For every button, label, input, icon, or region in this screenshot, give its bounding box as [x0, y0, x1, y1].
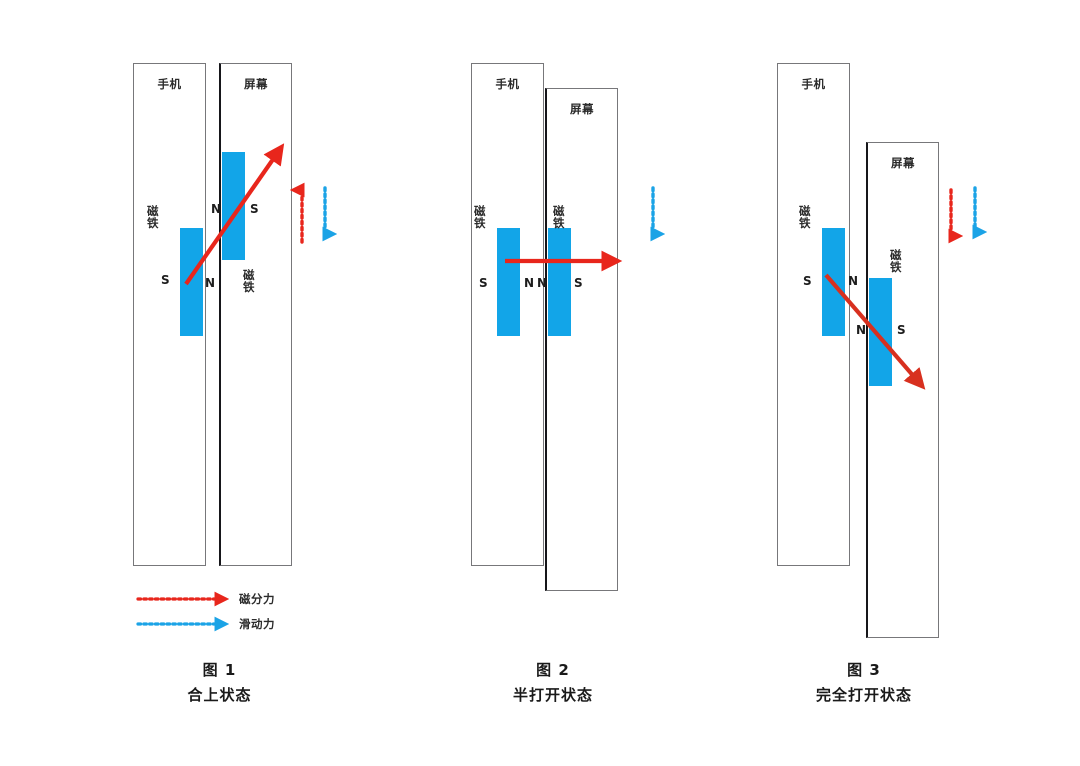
phone-magnet-south-pole-1: S — [161, 273, 170, 287]
screen-body-2: 屏幕 — [545, 88, 618, 591]
phone-magnet-2 — [497, 228, 520, 336]
screen-label-3: 屏幕 — [891, 156, 915, 170]
phone-label-3: 手机 — [801, 77, 826, 91]
caption-figure-1: 图 1 — [202, 661, 237, 679]
phone-magnet-north-pole-2: N — [524, 276, 535, 290]
phone-magnet-north-pole-3: N — [848, 274, 859, 288]
phone-magnet-south-pole-3: S — [803, 274, 812, 288]
screen-magnet-label-2: 磁铁 — [553, 204, 565, 230]
screen-body-3: 屏幕 — [866, 142, 939, 638]
phone-magnet-label-2: 磁铁 — [474, 204, 486, 230]
phone-magnet-label-3: 磁铁 — [799, 204, 811, 230]
phone-magnet-3 — [822, 228, 845, 336]
dotted-arrow-right-icon — [136, 616, 230, 632]
caption-figure-2: 图 2 — [536, 661, 570, 679]
screen-magnet-south-pole-3: S — [897, 323, 906, 337]
caption-state-1: 合上状态 — [187, 686, 252, 704]
caption-state-3: 完全打开状态 — [815, 686, 912, 704]
caption-figure-3: 图 3 — [847, 661, 881, 679]
phone-magnet-south-pole-2: S — [479, 276, 488, 290]
phone-magnet-label-1: 磁铁 — [147, 204, 159, 230]
screen-magnet-south-pole-1: S — [250, 202, 259, 216]
legend-label-magnetic-force: 磁分力 — [239, 592, 275, 606]
caption-2: 图 2 半打开状态 — [467, 659, 639, 705]
screen-magnet-3 — [869, 278, 892, 386]
screen-magnet-south-pole-2: S — [574, 276, 583, 290]
screen-magnet-2 — [548, 228, 571, 336]
caption-3: 图 3 完全打开状态 — [770, 659, 958, 705]
caption-state-2: 半打开状态 — [512, 686, 593, 704]
phone-magnet-1 — [180, 228, 203, 336]
legend-item-magnetic-force: 磁分力 — [136, 591, 275, 607]
screen-magnet-label-3: 磁铁 — [890, 248, 902, 274]
phone-magnet-north-pole-1: N — [205, 276, 216, 290]
screen-magnet-label-1: 磁铁 — [243, 268, 255, 294]
screen-magnet-north-pole-3: N — [856, 323, 867, 337]
screen-label-1: 屏幕 — [244, 77, 268, 91]
screen-body-1: 屏幕 — [219, 63, 292, 566]
phone-label-1: 手机 — [157, 77, 182, 91]
phone-label-2: 手机 — [495, 77, 520, 91]
caption-1: 图 1 合上状态 — [142, 659, 297, 705]
legend-label-sliding-force: 滑动力 — [239, 617, 275, 631]
legend-item-sliding-force: 滑动力 — [136, 616, 275, 632]
screen-magnet-north-pole-1: N — [211, 202, 222, 216]
dotted-arrow-right-icon — [136, 591, 230, 607]
screen-magnet-north-pole-2: N — [537, 276, 548, 290]
screen-label-2: 屏幕 — [570, 102, 594, 116]
screen-magnet-1 — [222, 152, 245, 260]
